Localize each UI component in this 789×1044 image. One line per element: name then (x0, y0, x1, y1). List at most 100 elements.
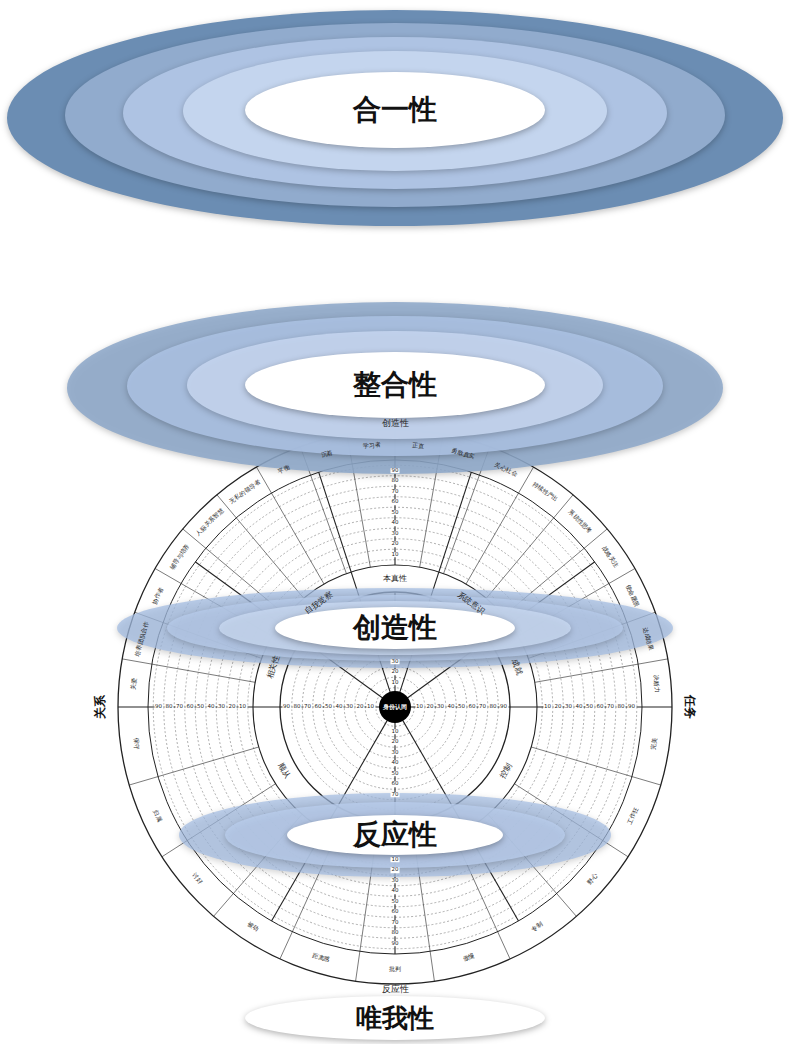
ellipse-ring (167, 595, 623, 661)
scale-number: 90 (282, 704, 291, 710)
ellipse-ring (183, 51, 607, 171)
scale-number: 50 (196, 704, 205, 710)
scale-number: 20 (554, 704, 563, 710)
competency-label: 使命愿景 (621, 578, 643, 615)
dimension-label: 相关性 (265, 654, 281, 680)
competency-label: 专制 (510, 908, 564, 946)
competency-label: 勇敢真实 (444, 446, 482, 462)
competency-label: 战略关注 (596, 539, 623, 574)
competency-label: 被动 (226, 908, 280, 946)
competency-label: 保守 (128, 714, 143, 774)
scale-number: 70 (606, 704, 615, 710)
scale-number: 70 (478, 704, 487, 710)
competency-label: 协作者 (146, 578, 168, 615)
scale-number: 40 (207, 704, 216, 710)
ellipse-ring (187, 331, 603, 439)
scale-number: 80 (293, 704, 302, 710)
segment-spoke (129, 747, 259, 785)
node-label: 身份认同 (383, 704, 407, 711)
ellipse-ring (225, 802, 565, 868)
scale-number: 40 (391, 888, 400, 894)
scale-number: 90 (391, 941, 400, 947)
scale-number: 30 (564, 704, 573, 710)
ellipse-ring (179, 793, 611, 877)
segment-spoke (486, 495, 573, 598)
scale-circle (376, 688, 415, 727)
ellipse-ring (123, 37, 667, 189)
scale-number: 10 (391, 680, 400, 686)
competency-label: 傲慢 (439, 947, 499, 971)
scale-circle (164, 476, 627, 939)
chart-border (118, 430, 672, 984)
scale-number: 60 (391, 781, 400, 787)
scale-number: 30 (391, 659, 400, 665)
dimension-label: 顺从 (276, 762, 292, 780)
competency-label: 学习者 (353, 441, 391, 451)
competency-label: 正直 (399, 441, 437, 451)
competency-label: 决断力 (651, 665, 661, 703)
competency-label: 距离感 (291, 947, 351, 971)
node-label: 唯我性 (356, 1004, 434, 1033)
node-label: 合一性 (353, 95, 437, 126)
axis-label: 任务 (682, 695, 696, 719)
competency-label: 平衡 (266, 458, 303, 480)
scale-number: 50 (585, 704, 594, 710)
dimension-label: 控制 (498, 762, 514, 780)
scale-number: 10 (238, 704, 247, 710)
scale-number: 90 (627, 704, 636, 710)
ellipse-core (245, 996, 545, 1040)
scale-number: 60 (468, 704, 477, 710)
scale-number: 60 (596, 704, 605, 710)
competency-label: 关心社会 (487, 458, 524, 480)
node-label: 创造性 (353, 613, 437, 644)
scale-number: 90 (391, 468, 400, 474)
scale-number: 70 (391, 920, 400, 926)
scale-number: 50 (391, 899, 400, 905)
ellipse-core (379, 691, 411, 723)
scale-number: 10 (391, 857, 400, 863)
axis-label: 关系 (94, 695, 108, 719)
scale-number: 80 (165, 704, 174, 710)
scale-number: 10 (391, 552, 400, 558)
nested-ellipse: 整合性 (67, 302, 723, 474)
competency-label: 辅导与培养 (167, 539, 194, 574)
center-circle: 身份认同 (379, 691, 411, 723)
ellipse-ring (67, 302, 723, 474)
scale-number: 40 (335, 704, 344, 710)
scale-number: 60 (391, 909, 400, 915)
competency-label: 野心 (571, 854, 615, 904)
scale-number: 70 (175, 704, 184, 710)
axis-label: 反应性 (382, 984, 409, 994)
scale-number: 30 (345, 704, 354, 710)
scale-number: 70 (303, 704, 312, 710)
segment-spoke (531, 747, 661, 785)
nested-ellipse: 合一性 (7, 10, 783, 226)
ellipse-core (287, 815, 503, 855)
scale-number: 80 (617, 704, 626, 710)
scale-number: 10 (415, 704, 424, 710)
scale-number: 30 (217, 704, 226, 710)
competency-label: 人际关系智慧 (194, 506, 226, 538)
competency-label: 归属 (141, 787, 172, 844)
node-label: 整合性 (353, 370, 437, 401)
competency-label: 无私的领导者 (227, 479, 262, 506)
scale-number: 20 (391, 541, 400, 547)
competency-label: 完美 (647, 714, 662, 774)
scale-number: 60 (391, 499, 400, 505)
axis-label: 创造性 (382, 418, 409, 428)
dimension-label: 成就 (510, 658, 524, 676)
dimension-label: 自我觉察 (304, 590, 335, 616)
scale-number: 10 (543, 704, 552, 710)
segment-spoke (122, 659, 255, 682)
competency-label: 达成结果 (640, 620, 656, 658)
scale-number: 20 (391, 739, 400, 745)
scale-number: 20 (356, 704, 365, 710)
scale-number: 60 (314, 704, 323, 710)
ellipse-ring (127, 316, 663, 456)
scale-number: 50 (391, 771, 400, 777)
scale-number: 50 (391, 510, 400, 516)
segment-spoke (535, 659, 668, 682)
scale-number: 70 (391, 792, 400, 798)
chart-ground (118, 430, 672, 984)
scale-number: 20 (391, 867, 400, 873)
